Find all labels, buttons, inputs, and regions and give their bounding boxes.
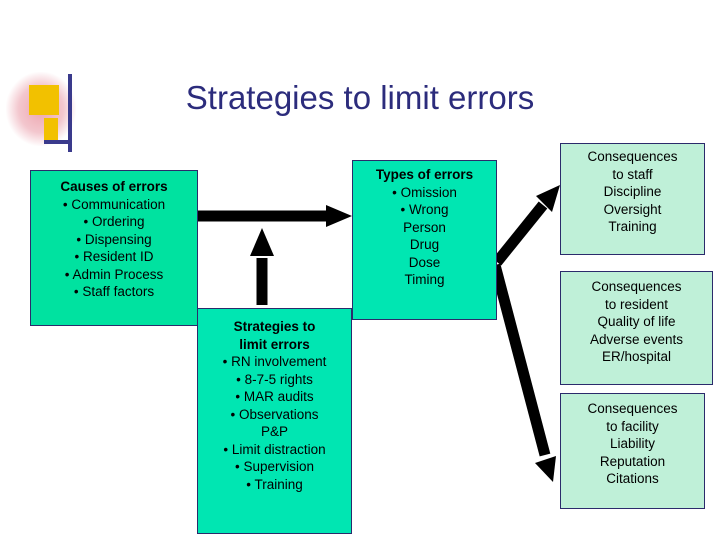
arrow-strategies-up xyxy=(250,228,274,305)
types-line-4: Drug xyxy=(409,237,440,252)
causes-line-3: • Dispensing xyxy=(76,231,152,247)
strategies-line-1: • RN involvement xyxy=(222,354,327,369)
box-strategies-to-limit-errors: Strategies to limit errors • RN involvem… xyxy=(197,308,352,534)
causes-line-6: • Staff factors xyxy=(73,284,155,299)
cons-facility-line-2: to facility xyxy=(606,418,659,434)
page-title: Strategies to limit errors xyxy=(185,79,535,116)
causes-line-5: • Admin Process xyxy=(64,266,164,282)
box-consequences-to-resident: Consequences to resident Quality of life… xyxy=(560,271,713,385)
decorative-yellow-square-2 xyxy=(44,118,58,140)
arrow-types-to-staff xyxy=(492,185,560,266)
cons-staff-line-1: Consequences xyxy=(587,149,678,164)
cons-resident-line-4: Adverse events xyxy=(589,331,684,347)
causes-line-1: • Communication xyxy=(62,196,166,212)
types-line-2: • Wrong xyxy=(400,202,449,217)
causes-line-4: • Resident ID xyxy=(74,249,154,264)
types-line-1: • Omission xyxy=(392,184,457,200)
strategies-heading-line-2: limit errors xyxy=(239,336,310,352)
box-types-of-errors: Types of errors • Omission • Wrong Perso… xyxy=(352,160,497,320)
types-heading: Types of errors xyxy=(375,167,474,182)
cons-resident-line-3: Quality of life xyxy=(597,314,676,329)
strategies-heading-line-1: Strategies to xyxy=(233,319,316,334)
cons-staff-line-3: Discipline xyxy=(603,184,662,199)
decorative-yellow-square xyxy=(29,85,59,115)
cons-facility-line-4: Reputation xyxy=(599,453,666,469)
cons-staff-line-5: Training xyxy=(608,219,657,234)
strategies-line-3: • MAR audits xyxy=(235,389,314,404)
causes-line-2: • Ordering xyxy=(83,214,145,229)
cons-facility-line-3: Liability xyxy=(609,436,656,451)
arrow-causes-to-types xyxy=(196,205,352,227)
cons-staff-line-2: to staff xyxy=(612,166,653,182)
cons-facility-line-1: Consequences xyxy=(587,401,678,416)
cons-staff-line-4: Oversight xyxy=(603,201,662,217)
cons-resident-line-1: Consequences xyxy=(591,279,682,294)
decorative-horizontal-line xyxy=(44,140,72,144)
cons-resident-line-5: ER/hospital xyxy=(601,349,672,364)
cons-facility-line-5: Citations xyxy=(606,471,659,486)
box-consequences-to-facility: Consequences to facility Liability Reput… xyxy=(560,393,705,509)
box-consequences-to-staff: Consequences to staff Discipline Oversig… xyxy=(560,143,705,255)
causes-heading: Causes of errors xyxy=(60,179,168,194)
strategies-line-8: • Training xyxy=(246,476,303,492)
strategies-line-6: • Limit distraction xyxy=(223,441,326,457)
arrow-types-to-facility xyxy=(489,263,556,482)
types-line-5: Dose xyxy=(408,254,441,270)
decorative-vertical-line xyxy=(68,74,72,152)
types-line-6: Timing xyxy=(404,272,445,287)
cons-resident-line-2: to resident xyxy=(604,296,669,312)
strategies-line-7: • Supervision xyxy=(234,459,315,474)
box-causes-of-errors: Causes of errors • Communication • Order… xyxy=(30,170,198,326)
types-line-3: Person xyxy=(403,219,446,235)
strategies-line-5: P&P xyxy=(260,424,288,439)
strategies-line-2: • 8-7-5 rights xyxy=(236,371,313,387)
strategies-line-4: • Observations xyxy=(230,406,319,422)
